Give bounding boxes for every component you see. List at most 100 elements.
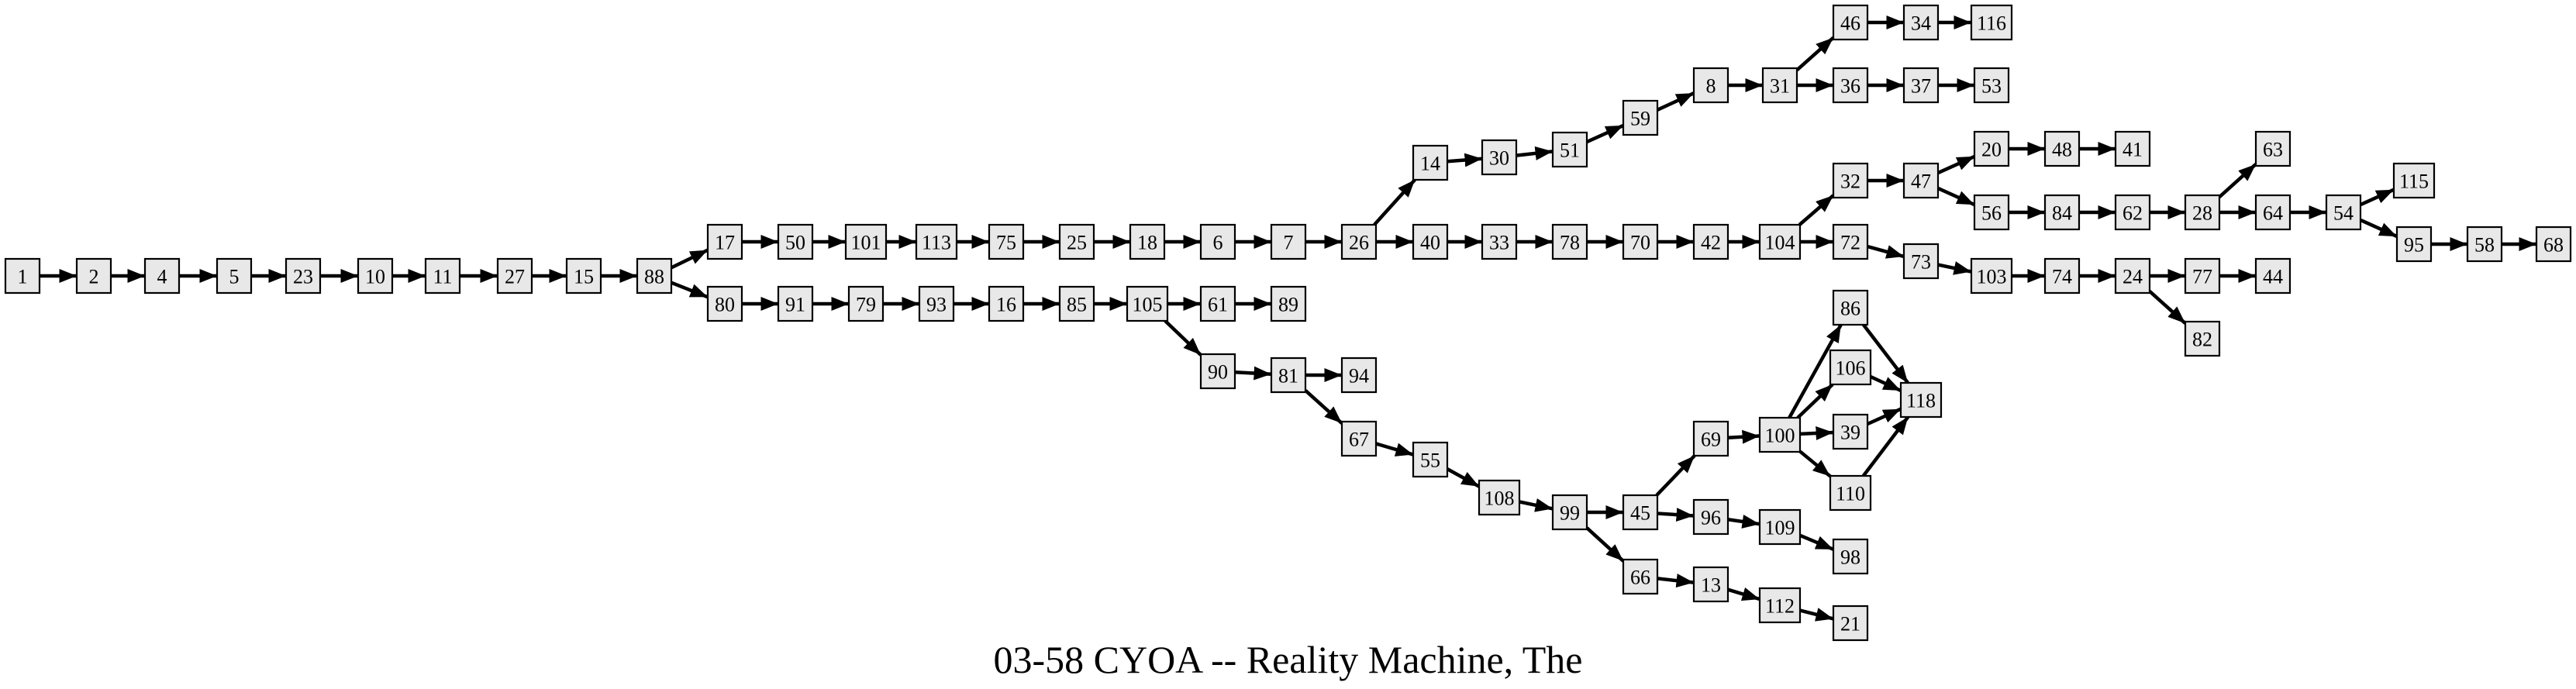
node-68: 68: [2535, 226, 2572, 263]
node-box: [1340, 223, 1378, 260]
node-label: 66: [1630, 567, 1650, 589]
node-label: 54: [2333, 202, 2354, 225]
node-11: 11: [424, 257, 461, 295]
node-label: 99: [1560, 502, 1580, 525]
node-box: [1058, 223, 1095, 260]
node-box: [357, 257, 394, 295]
node-69: 69: [1692, 420, 1729, 457]
node-label: 93: [926, 294, 947, 316]
node-label: 32: [1840, 171, 1860, 193]
node-label: 50: [785, 232, 805, 254]
node-label: 2: [89, 266, 99, 288]
node-label: 28: [2192, 202, 2212, 225]
node-box: [1199, 353, 1236, 390]
node-label: 90: [1208, 361, 1228, 384]
node-41: 41: [2114, 130, 2151, 167]
node-91: 91: [777, 285, 814, 322]
node-116: 116: [1970, 4, 2013, 41]
node-box: [1973, 130, 2010, 167]
node-label: 55: [1420, 450, 1440, 472]
node-label: 101: [851, 232, 881, 254]
node-label: 100: [1765, 425, 1795, 447]
node-20: 20: [1973, 130, 2010, 167]
node-108: 108: [1478, 479, 1521, 516]
edge-28-to-63: [2218, 163, 2257, 198]
node-box: [1829, 349, 1872, 386]
node-box: [1902, 243, 1940, 280]
node-112: 112: [1758, 587, 1802, 624]
node-box: [1970, 257, 2013, 295]
node-box: [1902, 4, 1940, 41]
node-label: 56: [1981, 202, 2002, 225]
node-59: 59: [1622, 99, 1659, 136]
node-box: [1551, 223, 1588, 260]
node-box: [2184, 257, 2221, 295]
node-box: [1758, 587, 1802, 624]
node-box: [1692, 67, 1729, 104]
node-label: 44: [2263, 266, 2283, 288]
edge-110-to-118: [1861, 415, 1910, 477]
node-81: 81: [1270, 357, 1307, 394]
node-box: [1270, 357, 1307, 394]
node-box: [1973, 194, 2010, 231]
node-label: 81: [1278, 365, 1298, 388]
node-42: 42: [1692, 223, 1729, 260]
node-67: 67: [1340, 420, 1378, 457]
node-label: 59: [1630, 108, 1650, 130]
node-box: [1832, 605, 1869, 642]
node-label: 72: [1840, 232, 1860, 254]
node-45: 45: [1622, 494, 1659, 531]
edge-106-to-118: [1870, 374, 1902, 393]
node-label: 1: [18, 266, 28, 288]
node-box: [1832, 538, 1869, 575]
node-label: 27: [505, 266, 525, 288]
edge-72-to-73: [1867, 244, 1905, 259]
node-18: 18: [1129, 223, 1166, 260]
node-box: [216, 257, 253, 295]
node-label: 8: [1706, 75, 1716, 98]
diagram-title: 03-58 CYOA -- Reality Machine, The: [993, 638, 1583, 681]
node-78: 78: [1551, 223, 1588, 260]
node-98: 98: [1832, 538, 1869, 575]
edge-109-to-98: [1799, 533, 1834, 551]
node-label: 95: [2404, 234, 2424, 257]
node-label: 84: [2052, 202, 2072, 225]
node-label: 36: [1840, 75, 1860, 98]
node-box: [1412, 144, 1449, 181]
node-box: [1902, 67, 1940, 104]
node-label: 75: [996, 232, 1016, 254]
node-box: [988, 285, 1025, 322]
edge-13-to-112: [1727, 587, 1760, 601]
node-label: 21: [1840, 613, 1860, 636]
node-label: 13: [1701, 574, 1721, 597]
node-box: [1622, 558, 1659, 595]
node-label: 45: [1630, 502, 1650, 525]
node-label: 31: [1770, 75, 1790, 98]
node-63: 63: [2254, 130, 2292, 167]
node-box: [1692, 566, 1729, 603]
node-label: 6: [1213, 232, 1223, 254]
node-label: 33: [1489, 232, 1509, 254]
node-5: 5: [216, 257, 253, 295]
node-label: 108: [1485, 487, 1515, 510]
node-box: [844, 223, 888, 260]
node-box: [1758, 223, 1802, 260]
node-109: 109: [1758, 508, 1802, 546]
edge-90-to-81: [1234, 366, 1272, 381]
node-94: 94: [1340, 357, 1378, 394]
node-label: 110: [1836, 483, 1865, 505]
node-box: [1692, 223, 1729, 260]
node-40: 40: [1412, 223, 1449, 260]
node-label: 47: [1911, 171, 1931, 193]
node-89: 89: [1270, 285, 1307, 322]
node-label: 105: [1133, 294, 1163, 316]
node-79: 79: [847, 285, 885, 322]
node-box: [1692, 498, 1729, 536]
node-label: 58: [2474, 234, 2495, 257]
node-box: [284, 257, 322, 295]
node-box: [1622, 223, 1659, 260]
node-56: 56: [1973, 194, 2010, 231]
node-box: [1058, 285, 1095, 322]
node-label: 15: [574, 266, 594, 288]
